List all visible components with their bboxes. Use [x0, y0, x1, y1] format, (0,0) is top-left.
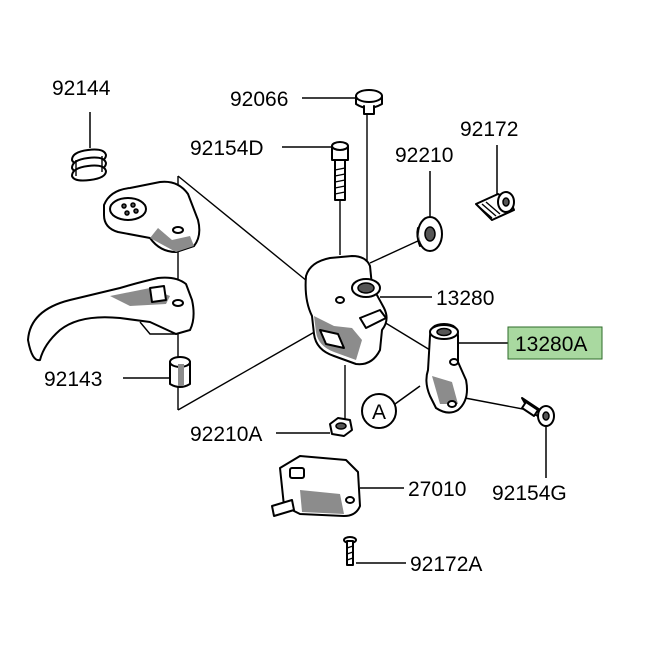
cap-92066 [355, 89, 383, 115]
label-92154G: 92154G [492, 482, 567, 505]
label-92154D: 92154D [190, 137, 264, 160]
bolt-92154D [331, 141, 349, 201]
screw-92172A [343, 536, 357, 566]
label-92210: 92210 [395, 144, 453, 167]
nut-92210A [329, 417, 353, 437]
label-13280A[interactable]: 13280A [515, 333, 587, 356]
highlight-13280A [507, 326, 603, 360]
screw-92172 [475, 191, 515, 221]
lever-pivot-bracket [103, 180, 201, 253]
leader-lines [89, 97, 547, 564]
label-92143: 92143 [44, 368, 102, 391]
collar-92143 [169, 356, 191, 388]
callout-a-label: A [372, 401, 386, 424]
label-27010: 27010 [408, 478, 466, 501]
callout-a: A [361, 393, 397, 429]
brake-lever [27, 276, 195, 362]
switch-27010 [271, 455, 361, 517]
label-92172: 92172 [460, 118, 518, 141]
bolt-92154G [521, 397, 555, 427]
part-labels: 92144 92066 92172 92154D 92210 13280 132… [44, 77, 603, 576]
label-13280: 13280 [436, 287, 494, 310]
label-92172A: 92172A [410, 553, 482, 576]
clamp-bracket-13280 [304, 255, 388, 366]
clamp-13280A [425, 323, 468, 414]
label-92144: 92144 [52, 77, 111, 100]
label-92210A: 92210A [190, 423, 262, 446]
washer-92210 [416, 216, 443, 252]
label-92066: 92066 [230, 88, 288, 111]
spring-92144 [71, 148, 107, 182]
